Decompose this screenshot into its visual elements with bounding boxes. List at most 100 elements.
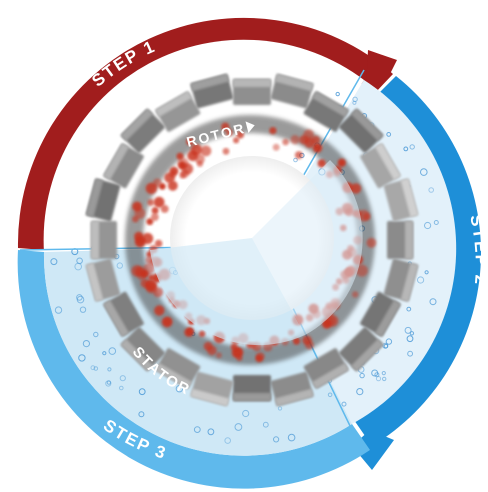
red-particle xyxy=(317,159,326,168)
red-particle xyxy=(154,239,163,248)
blue-particle xyxy=(406,306,412,312)
red-particle xyxy=(355,264,368,277)
blue-particle xyxy=(107,367,112,372)
blue-particle xyxy=(403,146,409,152)
blue-particle xyxy=(273,436,280,443)
blue-particle xyxy=(82,340,91,348)
red-particle xyxy=(352,291,359,298)
red-particle xyxy=(151,207,159,214)
red-particle xyxy=(142,232,154,245)
red-particle xyxy=(198,330,206,337)
red-particle xyxy=(230,343,238,351)
blue-particle xyxy=(108,347,117,355)
stator-magnet xyxy=(360,143,401,189)
blue-particle xyxy=(335,91,340,97)
red-particle xyxy=(167,180,178,191)
blue-particle xyxy=(382,342,389,349)
blue-particle xyxy=(116,262,124,269)
blue-particle xyxy=(74,262,82,271)
stator-magnet xyxy=(270,371,314,407)
blue-particle xyxy=(262,421,269,428)
stator-magnet xyxy=(120,108,165,153)
step1-arc xyxy=(17,17,393,250)
blue-particle xyxy=(406,335,414,343)
blue-particle xyxy=(277,406,283,411)
blue-particle xyxy=(50,258,58,266)
stator-magnet xyxy=(91,221,117,259)
stator-magnet xyxy=(383,178,419,222)
blue-particle xyxy=(119,385,124,391)
blue-particle xyxy=(76,294,83,301)
blue-particle xyxy=(287,433,296,442)
stator-magnet xyxy=(360,291,401,337)
red-particle xyxy=(184,327,194,337)
red-particle xyxy=(350,183,362,194)
blue-particle xyxy=(359,372,365,379)
red-particle xyxy=(215,352,222,359)
red-particle xyxy=(137,271,146,281)
blue-particle xyxy=(424,221,432,230)
red-particle xyxy=(269,127,277,135)
red-particle xyxy=(221,122,230,131)
red-particle xyxy=(294,151,303,160)
stator-magnet xyxy=(120,327,165,372)
red-particle xyxy=(290,135,300,145)
blue-particle xyxy=(352,96,358,103)
stator-magnet xyxy=(303,348,349,389)
blue-particle xyxy=(341,401,347,407)
stator-magnet xyxy=(190,73,234,109)
stator-magnet xyxy=(233,375,271,401)
blue-particle xyxy=(106,380,112,385)
red-particle xyxy=(272,143,280,151)
red-particle xyxy=(200,145,212,157)
red-particle xyxy=(146,218,154,226)
red-particle xyxy=(196,160,203,167)
blue-particle xyxy=(102,351,107,356)
blue-particle xyxy=(381,371,386,376)
red-particle xyxy=(337,158,346,167)
red-particle xyxy=(142,263,155,275)
red-particle xyxy=(169,166,179,176)
blue-particle xyxy=(207,428,215,436)
red-particle xyxy=(186,137,194,146)
blue-particle xyxy=(93,366,99,371)
stator-magnet xyxy=(103,291,144,337)
red-particle xyxy=(303,129,315,141)
blue-particle xyxy=(409,331,415,336)
blue-particle xyxy=(374,372,380,378)
stator-magnet xyxy=(387,221,413,259)
blue-particle xyxy=(433,220,439,225)
blue-particle xyxy=(327,392,333,398)
stator-magnet xyxy=(190,371,234,407)
blue-particle xyxy=(382,376,387,382)
red-particle xyxy=(145,182,158,195)
blue-particle xyxy=(385,338,393,345)
red-particle xyxy=(132,215,139,223)
blue-particle xyxy=(404,326,412,334)
blue-particle xyxy=(79,306,87,313)
red-particle xyxy=(236,355,243,362)
stator-magnet xyxy=(85,178,121,222)
red-particle xyxy=(146,283,157,294)
blue-particle xyxy=(90,365,96,371)
blue-particle xyxy=(386,132,392,137)
red-particle xyxy=(153,196,165,208)
stator-magnet xyxy=(339,108,384,153)
blue-particle xyxy=(428,187,435,193)
blue-particle xyxy=(76,257,83,265)
blue-particle xyxy=(93,331,99,338)
red-particle xyxy=(233,137,240,144)
blue-particle xyxy=(234,423,243,431)
red-particle xyxy=(161,316,173,328)
blue-particle xyxy=(409,144,415,150)
blue-particle xyxy=(407,350,414,357)
red-particle xyxy=(148,274,155,281)
hub-step2-tint xyxy=(252,160,363,335)
stator-magnet xyxy=(155,91,201,132)
red-particle xyxy=(311,135,320,145)
blue-particle xyxy=(424,270,429,275)
blue-particle xyxy=(356,388,364,396)
step1-arrowhead xyxy=(366,50,397,88)
blue-particle xyxy=(224,437,231,444)
stator-magnet xyxy=(103,143,144,189)
